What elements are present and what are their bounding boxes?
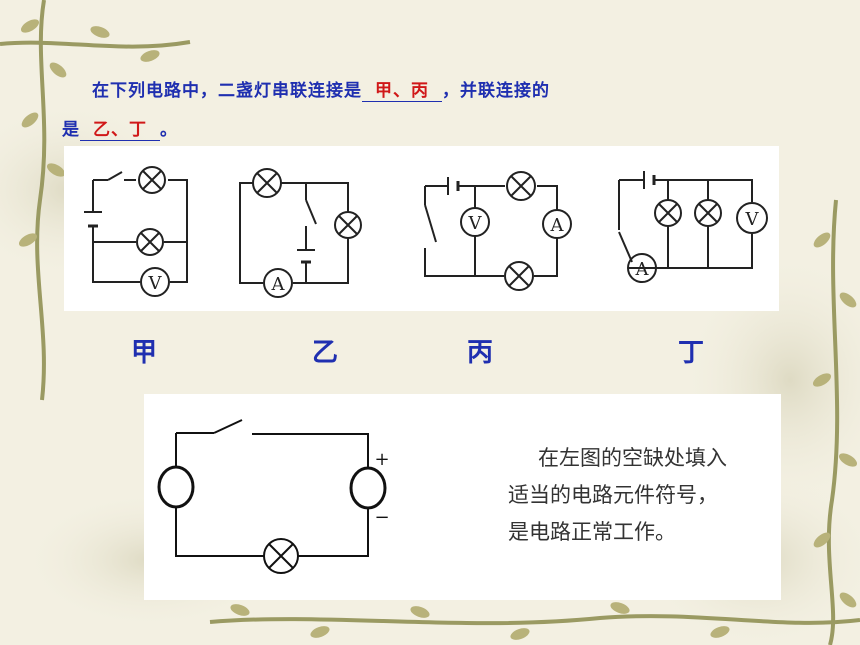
voltmeter: V [736, 202, 768, 234]
question-line-1: 在下列电路中，二盏灯串联连接是甲、丙 ，并联连接的 [92, 76, 550, 102]
battery [447, 177, 460, 195]
lamp-symbol [263, 538, 299, 574]
plus-sign: + [374, 449, 389, 470]
parallel-answer: 乙、丁 [93, 120, 147, 140]
circuit-yi: A [239, 168, 362, 298]
lamp-symbol [136, 228, 164, 256]
instruction-text: 在左图的空缺处填入 适当的电路元件符号， 是电路正常工作。 [508, 440, 778, 551]
voltmeter: V [140, 267, 170, 297]
meter-label: A [550, 215, 565, 236]
lamp-symbol [654, 199, 682, 227]
circuit-panel [64, 146, 779, 311]
series-answer: 甲、丙 [375, 81, 429, 101]
meter-label: V [468, 213, 483, 234]
lamp-symbol [252, 168, 282, 198]
voltmeter: V [460, 207, 490, 237]
series-answer-blank: 甲、丙 [362, 76, 442, 102]
question-prefix: 在下列电路中，二盏灯串联连接是 [92, 81, 362, 101]
question-line-2: 是乙、丁。 [62, 115, 178, 141]
circuit-label-ding: 丁 [678, 338, 705, 368]
task-panel [144, 394, 781, 600]
circuit-label-bing: 丙 [467, 338, 494, 368]
meter-label: V [148, 273, 163, 294]
lamp-symbol [504, 261, 534, 291]
circuit-label-jia: 甲 [131, 338, 158, 368]
question-suffix-2: 。 [160, 120, 178, 140]
meter-label: A [635, 259, 650, 280]
lamp-symbol [694, 199, 722, 227]
meter-label: V [745, 209, 760, 230]
ammeter: A [627, 253, 657, 283]
lamp-symbol [506, 171, 536, 201]
instruction-line: 在左图的空缺处填入 [538, 446, 727, 470]
circuit-bing: V A [424, 171, 572, 291]
instruction-line: 是电路正常工作。 [508, 520, 676, 544]
circuit-ding: V A [618, 171, 768, 283]
battery [643, 171, 656, 189]
meter-label: A [271, 274, 286, 295]
minus-sign: − [374, 507, 389, 528]
lamp-symbol [138, 166, 166, 194]
circuit-label-yi: 乙 [312, 338, 339, 368]
empty-slot-right [349, 466, 387, 510]
instruction-line: 适当的电路元件符号， [508, 483, 718, 507]
question-suffix: ，并联连接的 [442, 81, 550, 101]
ammeter: A [542, 209, 572, 239]
parallel-answer-blank: 乙、丁 [80, 115, 160, 141]
battery [297, 249, 315, 264]
battery [84, 211, 102, 228]
lamp-symbol [334, 211, 362, 239]
circuit-jia: V [84, 166, 188, 297]
ammeter: A [263, 268, 293, 298]
question-prefix-2: 是 [62, 120, 80, 140]
empty-slot-left [157, 465, 195, 509]
